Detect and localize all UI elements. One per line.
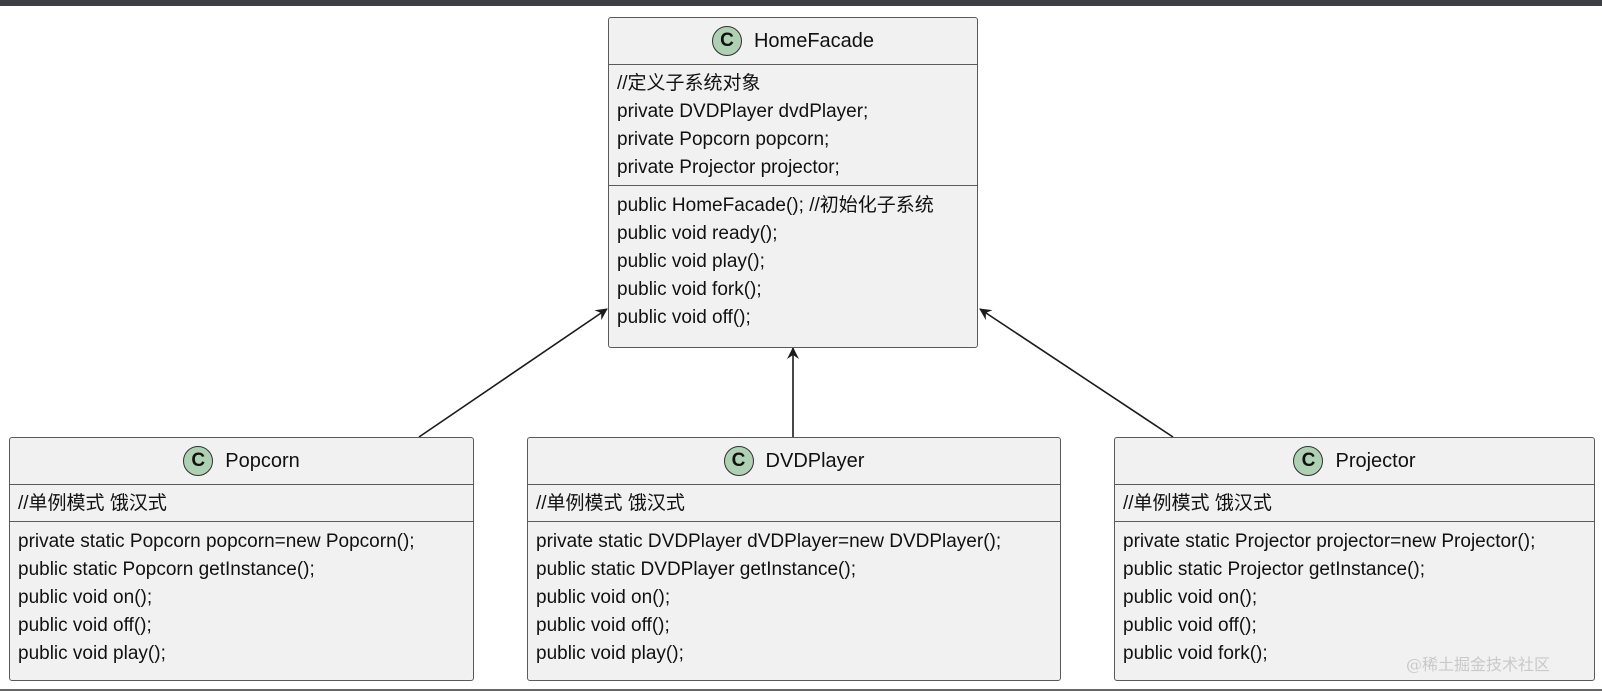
- method-line: public void play();: [617, 251, 765, 272]
- class-dvdplayer[interactable]: C DVDPlayer //单例模式 饿汉式 private static DV…: [527, 437, 1061, 681]
- method-line: public HomeFacade(); //初始化子系统: [617, 195, 934, 216]
- attribute-line: //单例模式 饿汉式: [536, 493, 685, 514]
- arrow-popcorn-to-homefacade: [418, 308, 608, 438]
- method-line: public void off();: [1123, 615, 1257, 636]
- window-top-bar: [0, 0, 1602, 6]
- class-name: DVDPlayer: [765, 449, 865, 472]
- watermark: @稀土掘金技术社区: [1406, 655, 1551, 674]
- method-line: public void play();: [18, 643, 166, 664]
- bottom-rule: [0, 689, 1602, 691]
- class-name: HomeFacade: [753, 29, 875, 52]
- attributes-section: //定义子系统对象 private DVDPlayer dvdPlayer; p…: [609, 65, 977, 185]
- method-line: public void fork();: [617, 279, 762, 300]
- class-badge-icon: C: [723, 446, 754, 476]
- method-line: public void on();: [536, 587, 671, 608]
- method-line: public static Projector getInstance();: [1123, 559, 1426, 580]
- attribute-line: private Projector projector;: [617, 157, 840, 178]
- attribute-line: //定义子系统对象: [617, 73, 761, 94]
- class-header: C Popcorn: [10, 438, 473, 485]
- attributes-section: //单例模式 饿汉式: [10, 485, 473, 521]
- attribute-line: //单例模式 饿汉式: [1123, 493, 1272, 514]
- method-line: public void ready();: [617, 223, 778, 244]
- class-badge-icon: C: [711, 26, 742, 56]
- class-badge-icon: C: [183, 446, 214, 476]
- method-line: public void off();: [617, 307, 751, 328]
- class-projector[interactable]: C Projector //单例模式 饿汉式 private static Pr…: [1114, 437, 1595, 681]
- method-line: public void fork();: [1123, 643, 1268, 664]
- attributes-section: //单例模式 饿汉式: [528, 485, 1060, 521]
- attribute-line: private DVDPlayer dvdPlayer;: [617, 101, 869, 122]
- method-line: private static DVDPlayer dVDPlayer=new D…: [536, 531, 1002, 552]
- class-badge-icon: C: [1293, 446, 1324, 476]
- attribute-line: //单例模式 饿汉式: [18, 493, 167, 514]
- class-header: C DVDPlayer: [528, 438, 1060, 485]
- methods-section: private static DVDPlayer dVDPlayer=new D…: [528, 521, 1060, 672]
- methods-section: private static Projector projector=new P…: [1115, 521, 1594, 672]
- method-line: public void on();: [18, 587, 153, 608]
- method-line: private static Popcorn popcorn=new Popco…: [18, 531, 415, 552]
- class-popcorn[interactable]: C Popcorn //单例模式 饿汉式 private static Popc…: [9, 437, 474, 681]
- method-line: private static Projector projector=new P…: [1123, 531, 1536, 552]
- class-name: Popcorn: [225, 449, 300, 472]
- methods-section: public HomeFacade(); //初始化子系统 public voi…: [609, 185, 977, 336]
- class-header: C Projector: [1115, 438, 1594, 485]
- attributes-section: //单例模式 饿汉式: [1115, 485, 1594, 521]
- arrow-projector-to-homefacade: [979, 308, 1174, 438]
- class-name: Projector: [1335, 449, 1416, 472]
- class-header: C HomeFacade: [609, 18, 977, 65]
- methods-section: private static Popcorn popcorn=new Popco…: [10, 521, 473, 672]
- method-line: public void play();: [536, 643, 684, 664]
- method-line: public void off();: [536, 615, 670, 636]
- method-line: public static DVDPlayer getInstance();: [536, 559, 856, 580]
- method-line: public static Popcorn getInstance();: [18, 559, 315, 580]
- attribute-line: private Popcorn popcorn;: [617, 129, 830, 150]
- class-homefacade[interactable]: C HomeFacade //定义子系统对象 private DVDPlayer…: [608, 17, 978, 348]
- method-line: public void on();: [1123, 587, 1258, 608]
- method-line: public void off();: [18, 615, 152, 636]
